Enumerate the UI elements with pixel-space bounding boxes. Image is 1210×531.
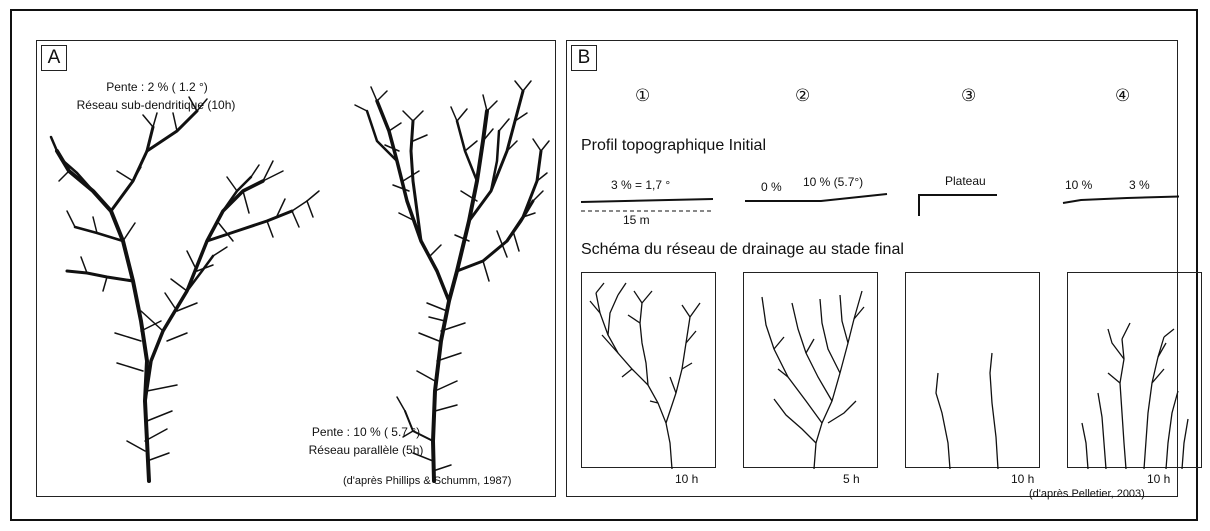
profile-4-right-label: 3 % (1129, 178, 1150, 192)
tree2-slope-label: Pente : 10 % ( 5.7 °) (301, 425, 431, 439)
profile-3-label: Plateau (945, 174, 986, 188)
tree1-branch (111, 127, 153, 211)
tree1-slope-label: Pente : 2 % ( 1.2 °) (97, 80, 217, 94)
profile-2-left-label: 0 % (761, 180, 782, 194)
network-title: Schéma du réseau de drainage au stade fi… (581, 241, 904, 259)
profile-4-line (1063, 196, 1179, 203)
profile-1-line (581, 199, 713, 202)
duration-4: 10 h (1147, 472, 1170, 486)
profile-2-right-label: 10 % (5.7°) (803, 175, 863, 189)
drainage-box-2 (743, 272, 878, 468)
drainage-box-3 (905, 272, 1040, 468)
panel-b-source: (d'après Pelletier, 2003) (1029, 488, 1145, 500)
tree2-branch (457, 121, 477, 181)
drainage-box-1 (581, 272, 716, 468)
tree1-branch (67, 271, 133, 281)
tree1-network-label: Réseau sub-dendritique (10h) (71, 98, 241, 112)
profile-1-scale: 15 m (623, 213, 650, 227)
duration-1: 10 h (675, 472, 698, 486)
tree2-network-label: Réseau parallèle (5h) (301, 443, 431, 457)
panel-a-source: (d'après Phillips & Schumm, 1987) (343, 475, 511, 487)
duration-2: 5 h (843, 472, 860, 486)
initial-profiles (567, 41, 1179, 271)
tree2-branch (507, 201, 533, 241)
profile-2-line (745, 194, 887, 201)
tree1-branch (75, 227, 123, 241)
panel-b: B ① ② ③ ④ Profil topographique Initial 3… (566, 40, 1178, 497)
tree1-branch (145, 181, 263, 401)
profile-3-line (919, 195, 997, 216)
drainage-box-4 (1067, 272, 1202, 468)
tree2-trunk (433, 111, 487, 481)
tree1-trunk (57, 151, 149, 481)
tree1-branch (51, 137, 57, 151)
panel-a: A (36, 40, 556, 497)
duration-3: 10 h (1011, 472, 1034, 486)
profile-4-left-label: 10 % (1065, 178, 1092, 192)
tree2-branch (367, 111, 397, 161)
tree1-branch (147, 111, 197, 151)
profile-1-label: 3 % = 1,7 ° (611, 178, 670, 192)
